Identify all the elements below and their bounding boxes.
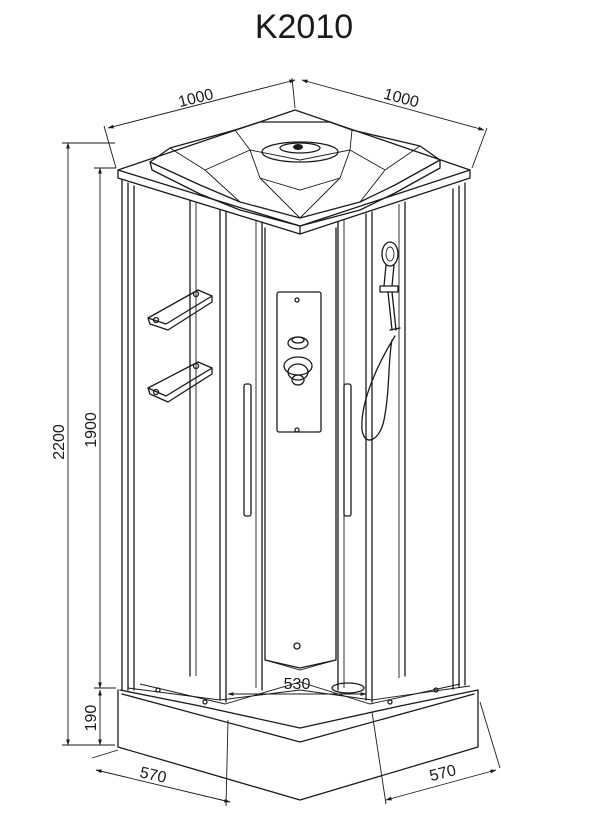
- model-title: K2010: [255, 8, 353, 46]
- dim-bottom-right: 570: [428, 762, 458, 785]
- dim-tray-height: 190: [83, 705, 100, 732]
- shower-tray: [117, 681, 479, 801]
- dimension-lines: [62, 77, 501, 807]
- shelves: [147, 289, 213, 403]
- dim-bottom-left: 570: [138, 764, 168, 787]
- dim-tray-front: 530: [284, 676, 311, 693]
- dim-cabin-height: 1900: [83, 412, 100, 448]
- cabin-frame: [121, 179, 466, 703]
- back-panel-column: [264, 227, 337, 671]
- dim-top-left: 1000: [177, 86, 216, 111]
- hand-shower: [361, 241, 401, 441]
- dim-total-height: 2200: [51, 424, 68, 460]
- roof: [117, 109, 471, 235]
